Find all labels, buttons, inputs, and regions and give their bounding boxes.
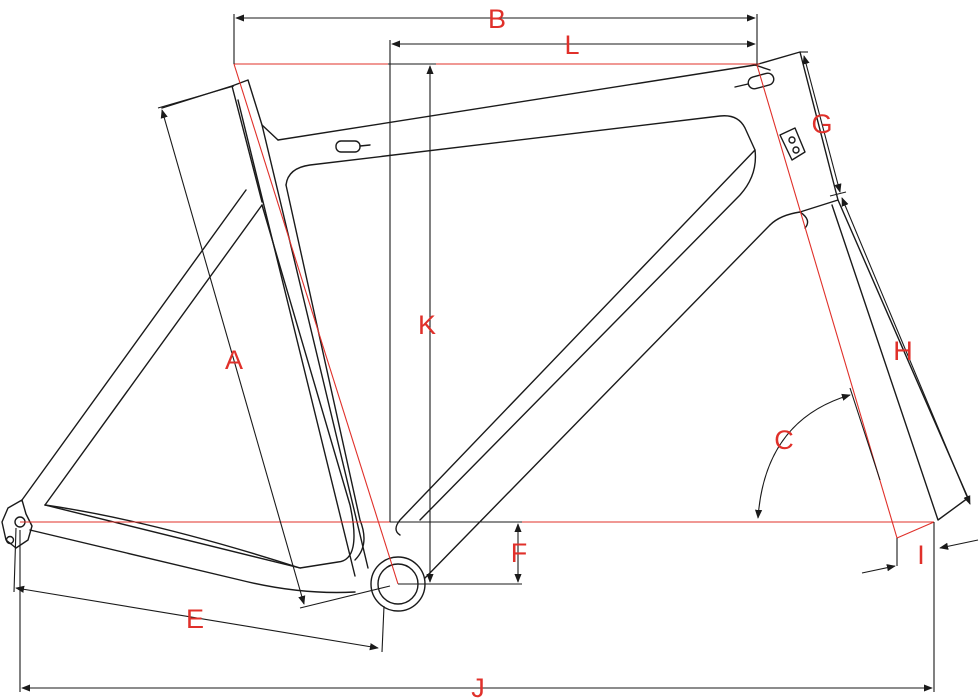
dim-g-ext-bottom	[829, 191, 847, 197]
label-f: F	[511, 538, 528, 568]
gear-port-hole-2	[792, 146, 800, 154]
dim-e-ext-left	[13, 527, 17, 593]
dim-g	[802, 55, 842, 193]
seat-tube	[161, 79, 279, 203]
label-l: L	[564, 30, 579, 60]
rear-triangle-inner	[44, 204, 355, 569]
dim-h	[841, 197, 971, 505]
dim-a-ext-bottom	[299, 585, 391, 609]
reference-lines	[20, 63, 935, 585]
down-tube-top-line	[395, 149, 756, 536]
dim-e	[15, 585, 379, 651]
top-tube-cable-port-stem	[359, 144, 371, 147]
dim-a	[160, 109, 306, 605]
chainstay	[29, 504, 356, 594]
label-c: C	[774, 425, 794, 455]
dim-i-left	[861, 564, 896, 574]
fork-offset-line	[896, 521, 935, 539]
dim-i-right	[939, 539, 979, 550]
label-h: H	[893, 336, 913, 366]
rear-dropout	[1, 499, 33, 549]
label-e: E	[186, 604, 204, 634]
seat-tube-front	[261, 124, 369, 569]
dimension-lines	[13, 14, 979, 692]
down-tube	[424, 211, 809, 579]
dim-e-ext-right	[381, 605, 385, 653]
label-k: K	[418, 310, 436, 340]
top-tube-cable-port	[335, 140, 361, 153]
label-i: I	[917, 540, 925, 570]
top-tube-bottom	[285, 115, 757, 521]
label-a: A	[225, 345, 243, 375]
head-tube	[754, 51, 839, 226]
dim-c-arc	[754, 393, 851, 519]
main-triangle-inner-left	[285, 184, 365, 561]
dropout-bolt-hole	[5, 535, 15, 545]
dimension-labels: B L G K A H C F I E J	[186, 4, 925, 700]
head-tube-cable-port-stem	[734, 83, 749, 88]
label-j: J	[471, 673, 485, 700]
head-tube-cable-port	[747, 72, 775, 90]
dim-c-ray	[849, 387, 881, 481]
gear-port-hole-1	[788, 136, 796, 144]
top-tube-top	[277, 64, 771, 141]
label-g: G	[811, 109, 832, 139]
seat-tube-rear	[237, 99, 356, 577]
dim-a-ext-top	[157, 85, 235, 109]
seat-tube-axis	[233, 63, 399, 585]
label-b: B	[488, 4, 506, 34]
